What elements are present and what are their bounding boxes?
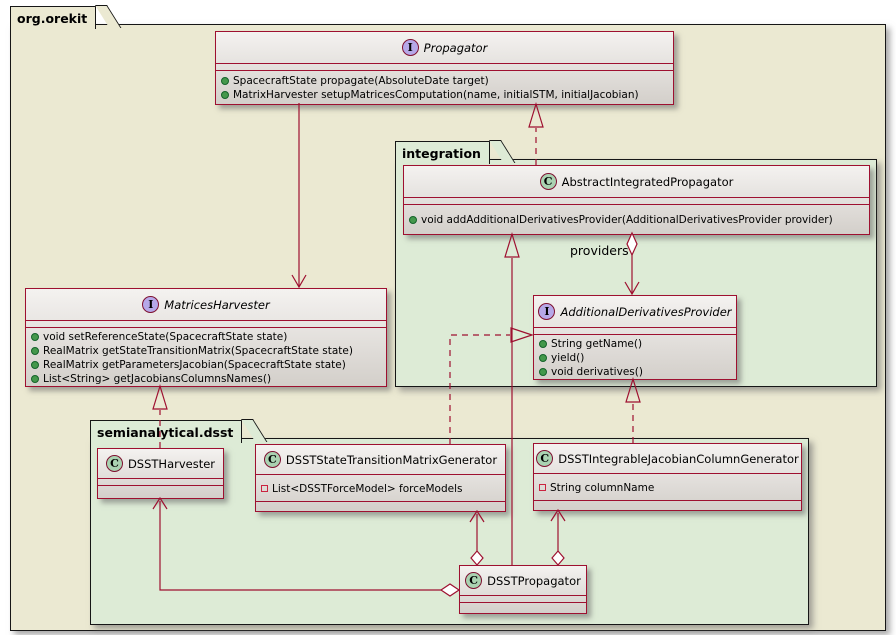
package-tab-semianalytical-dsst: semianalytical.dsst	[90, 420, 243, 443]
package-tab-org-orekit: org.orekit	[10, 6, 97, 29]
field-row: List<DSSTForceModel> forceModels	[261, 482, 501, 496]
class-title: C DSSTHarvester	[98, 449, 223, 478]
class-name: DSSTHarvester	[127, 456, 216, 471]
methods-compartment-empty	[256, 501, 505, 511]
class-name: DSSTIntegrableJacobianColumnGenerator	[558, 451, 799, 466]
methods-compartment-empty	[534, 500, 801, 510]
public-method-icon	[539, 339, 547, 348]
methods-compartment: void addAdditionalDerivativesProvider(Ad…	[404, 204, 869, 234]
public-method-icon	[31, 374, 39, 383]
interface-badge-icon: I	[538, 303, 556, 320]
class-title: C DSSTPropagator	[460, 566, 586, 595]
method-row: RealMatrix getParametersJacobian(Spacecr…	[31, 358, 382, 372]
class-box-dsst-integrable-jacobian-column-generator: C DSSTIntegrableJacobianColumnGenerator …	[533, 443, 802, 511]
public-method-icon	[221, 77, 229, 85]
method-row: List<String> getJacobiansColumnsNames()	[31, 372, 382, 386]
fields-compartment-empty	[460, 595, 586, 602]
class-badge-icon: C	[465, 572, 483, 589]
method-row: RealMatrix getStateTransitionMatrix(Spac…	[31, 344, 382, 358]
method-label: void setReferenceState(SpacecraftState s…	[43, 330, 288, 343]
class-title: C DSSTIntegrableJacobianColumnGenerator	[534, 444, 801, 473]
private-field-icon	[539, 484, 546, 491]
public-method-icon	[31, 360, 39, 369]
method-label: MatrixHarvester setupMatricesComputation…	[233, 89, 639, 101]
package-label: semianalytical.dsst	[97, 424, 234, 440]
private-field-icon	[261, 485, 268, 492]
method-row: MatrixHarvester setupMatricesComputation…	[221, 88, 669, 102]
class-box-dsst-state-transition-matrix-generator: C DSSTStateTransitionMatrixGenerator Lis…	[255, 444, 506, 512]
class-title: I AdditionalDerivativesProvider	[534, 296, 736, 327]
public-method-icon	[539, 353, 547, 362]
class-name: AbstractIntegratedPropagator	[561, 174, 734, 189]
interface-badge-icon: I	[401, 39, 419, 56]
method-row: SpacecraftState propagate(AbsoluteDate t…	[221, 74, 669, 88]
class-name: MatricesHarvester	[164, 297, 270, 312]
public-method-icon	[539, 367, 547, 376]
class-badge-icon: C	[539, 173, 557, 190]
method-label: void derivatives()	[551, 365, 643, 378]
method-row: String getName()	[539, 337, 732, 351]
public-method-icon	[409, 216, 417, 224]
methods-compartment: SpacecraftState propagate(AbsoluteDate t…	[216, 70, 673, 104]
class-box-abstract-integrated-propagator: C AbstractIntegratedPropagator void addA…	[403, 165, 870, 235]
class-badge-icon: C	[263, 451, 281, 468]
aggregation-role-label-providers: providers	[570, 243, 629, 258]
method-label: RealMatrix getStateTransitionMatrix(Spac…	[43, 344, 353, 357]
public-method-icon	[31, 346, 39, 355]
field-label: List<DSSTForceModel> forceModels	[272, 482, 463, 495]
methods-compartment: String getName() yield() void derivative…	[534, 334, 736, 379]
method-row: void derivatives()	[539, 365, 732, 379]
field-row: String columnName	[539, 481, 797, 495]
class-badge-icon: C	[105, 455, 123, 472]
fields-compartment-empty	[26, 320, 386, 327]
class-title: I Propagator	[216, 32, 673, 63]
fields-compartment: List<DSSTForceModel> forceModels	[256, 474, 505, 501]
fields-compartment-empty	[534, 327, 736, 334]
interface-badge-icon: I	[142, 296, 160, 313]
package-label: org.orekit	[17, 10, 88, 26]
fields-compartment: String columnName	[534, 473, 801, 500]
class-title: I MatricesHarvester	[26, 289, 386, 320]
class-box-additional-derivatives-provider: I AdditionalDerivativesProvider String g…	[533, 295, 737, 380]
fields-compartment-empty	[216, 63, 673, 70]
public-method-icon	[31, 332, 39, 341]
method-label: SpacecraftState propagate(AbsoluteDate t…	[233, 75, 489, 87]
methods-compartment-empty	[98, 485, 223, 498]
package-label: integration	[402, 145, 481, 161]
class-box-propagator: I Propagator SpacecraftState propagate(A…	[215, 31, 674, 105]
method-row: yield()	[539, 351, 732, 365]
method-label: void addAdditionalDerivativesProvider(Ad…	[421, 214, 833, 226]
method-row: void setReferenceState(SpacecraftState s…	[31, 330, 382, 344]
class-title: C AbstractIntegratedPropagator	[404, 166, 869, 197]
method-row: void addAdditionalDerivativesProvider(Ad…	[409, 213, 865, 227]
class-badge-icon: C	[536, 450, 554, 467]
class-name: DSSTPropagator	[487, 573, 581, 588]
fields-compartment-empty	[98, 478, 223, 485]
package-tab-integration: integration	[395, 141, 490, 164]
class-name: AdditionalDerivativesProvider	[560, 304, 732, 319]
class-name: Propagator	[423, 40, 488, 55]
field-label: String columnName	[550, 481, 655, 494]
class-box-dsst-harvester: C DSSTHarvester	[97, 448, 224, 499]
class-box-matrices-harvester: I MatricesHarvester void setReferenceSta…	[25, 288, 387, 387]
method-label: yield()	[551, 351, 585, 364]
fields-compartment-empty	[404, 197, 869, 204]
class-box-dsst-propagator: C DSSTPropagator	[459, 565, 587, 614]
methods-compartment-empty	[460, 602, 586, 613]
public-method-icon	[221, 91, 229, 99]
methods-compartment: void setReferenceState(SpacecraftState s…	[26, 327, 386, 386]
method-label: RealMatrix getParametersJacobian(Spacecr…	[43, 358, 346, 371]
class-name: DSSTStateTransitionMatrixGenerator	[285, 452, 498, 467]
class-title: C DSSTStateTransitionMatrixGenerator	[256, 445, 505, 474]
method-label: String getName()	[551, 337, 643, 350]
method-label: List<String> getJacobiansColumnsNames()	[43, 372, 272, 385]
